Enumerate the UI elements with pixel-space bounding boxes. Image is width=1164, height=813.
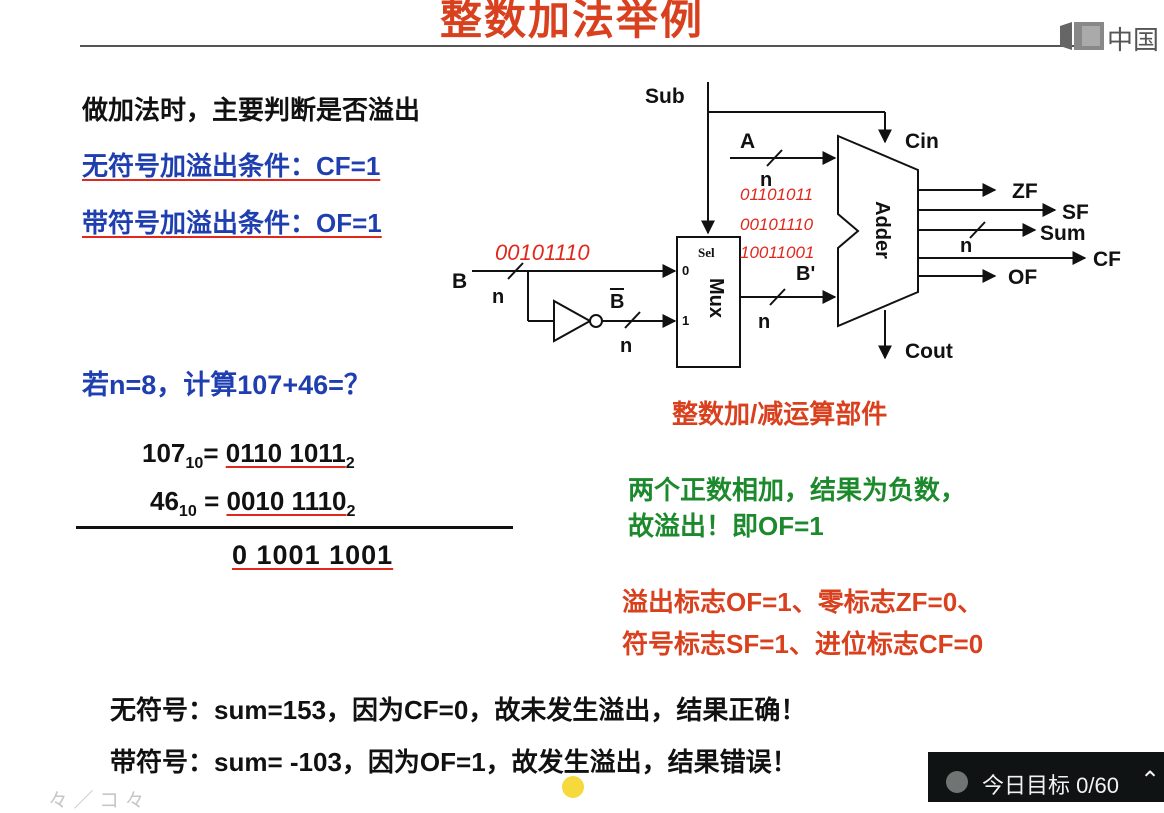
mux-input-0: 0 xyxy=(682,263,689,278)
inverter-gate xyxy=(553,299,593,343)
row1-binary-base: 2 xyxy=(345,454,355,472)
signed-overflow-condition: 带符号加溢出条件：OF=1 xyxy=(82,208,382,238)
b-label: B xyxy=(452,270,467,293)
cout-label: Cout xyxy=(905,340,953,363)
adder-label: Adder xyxy=(871,201,893,259)
row1-number: 107 xyxy=(142,438,186,468)
a-label: A xyxy=(740,130,755,153)
row1-equals: = xyxy=(203,438,226,468)
row1-binary: 0110 1011 xyxy=(225,438,346,468)
of-label: OF xyxy=(1008,266,1037,289)
note-flags-1: 溢出标志OF=1、零标志ZF=0、 xyxy=(622,587,984,617)
handwritten-a-bits: 01101011 xyxy=(740,185,813,204)
row2-binary: 0010 1110 xyxy=(226,486,347,516)
faded-text: 々 ／ コ 々 xyxy=(48,790,145,812)
unsigned-conclusion: 无符号：sum=153，因为CF=0，故未发生溢出，结果正确！ xyxy=(110,695,807,725)
overflow-intro: 做加法时，主要判断是否溢出 xyxy=(82,95,421,125)
cf-label: CF xyxy=(1093,248,1121,271)
signed-conclusion: 带符号：sum= -103，因为OF=1，故发生溢出，结果错误！ xyxy=(110,747,798,777)
logo-icon xyxy=(1060,22,1104,50)
b-width-label: n xyxy=(492,286,504,308)
handwritten-b-bits: 00101110 xyxy=(495,240,590,265)
unsigned-overflow-condition: 无符号加溢出条件：CF=1 xyxy=(82,151,381,181)
b-bar-label: B xyxy=(610,291,624,313)
b-bar-width-label: n xyxy=(620,335,632,357)
binary-row-46: 4610 = 0010 11102 xyxy=(150,486,356,521)
binary-result: 0 1001 1001 xyxy=(232,540,394,570)
row2-binary-base: 2 xyxy=(346,502,356,520)
logo-text: 中国 xyxy=(1107,25,1160,55)
sub-label: Sub xyxy=(645,85,685,108)
sum-divider xyxy=(76,526,513,529)
cin-label: Cin xyxy=(905,130,939,153)
row2-number: 46 xyxy=(150,486,179,516)
goal-label[interactable]: 今日目标 0/60 xyxy=(982,773,1119,798)
question: 若n=8，计算107+46=？ xyxy=(82,370,371,400)
slide-title: 整数加法举例 xyxy=(440,0,705,43)
note-flags-2: 符号标志SF=1、进位标志CF=0 xyxy=(622,629,984,659)
mux-input-1: 1 xyxy=(682,313,689,328)
binary-row-107: 10710= 0110 10112 xyxy=(142,438,355,473)
zf-label: ZF xyxy=(1012,180,1038,203)
goal-bar[interactable] xyxy=(928,752,1164,802)
handwritten-result-bits: 10011001 xyxy=(740,243,814,262)
mux-block xyxy=(676,236,741,368)
goal-status-icon xyxy=(946,771,968,793)
sum-width-label: n xyxy=(960,235,972,257)
handwritten-mid-bits: 00101110 xyxy=(740,215,814,234)
mux-output-width-label: n xyxy=(758,311,770,333)
mux-sel-label: Sel xyxy=(698,245,715,260)
a-width-label: n xyxy=(760,169,772,191)
row1-base: 10 xyxy=(185,454,204,472)
note-overflow: 故溢出！即OF=1 xyxy=(628,511,824,541)
mux-label: Mux xyxy=(705,278,727,318)
title-divider xyxy=(80,45,1090,47)
diagram-caption: 整数加/减运算部件 xyxy=(672,399,888,429)
row2-equals: = xyxy=(196,486,227,516)
sum-label: Sum xyxy=(1040,222,1086,245)
mux-output-label: B' xyxy=(796,263,815,285)
note-positive-sum: 两个正数相加，结果为负数， xyxy=(628,475,967,505)
sf-label: SF xyxy=(1062,201,1089,224)
row2-base: 10 xyxy=(178,502,197,520)
chevron-up-icon[interactable]: ⌃ xyxy=(1140,767,1161,794)
adder-circuit-diagram: Sub Cin A n Adder ZF SF n Sum CF OF Cout… xyxy=(452,82,1121,368)
pointer-cursor xyxy=(562,776,584,798)
